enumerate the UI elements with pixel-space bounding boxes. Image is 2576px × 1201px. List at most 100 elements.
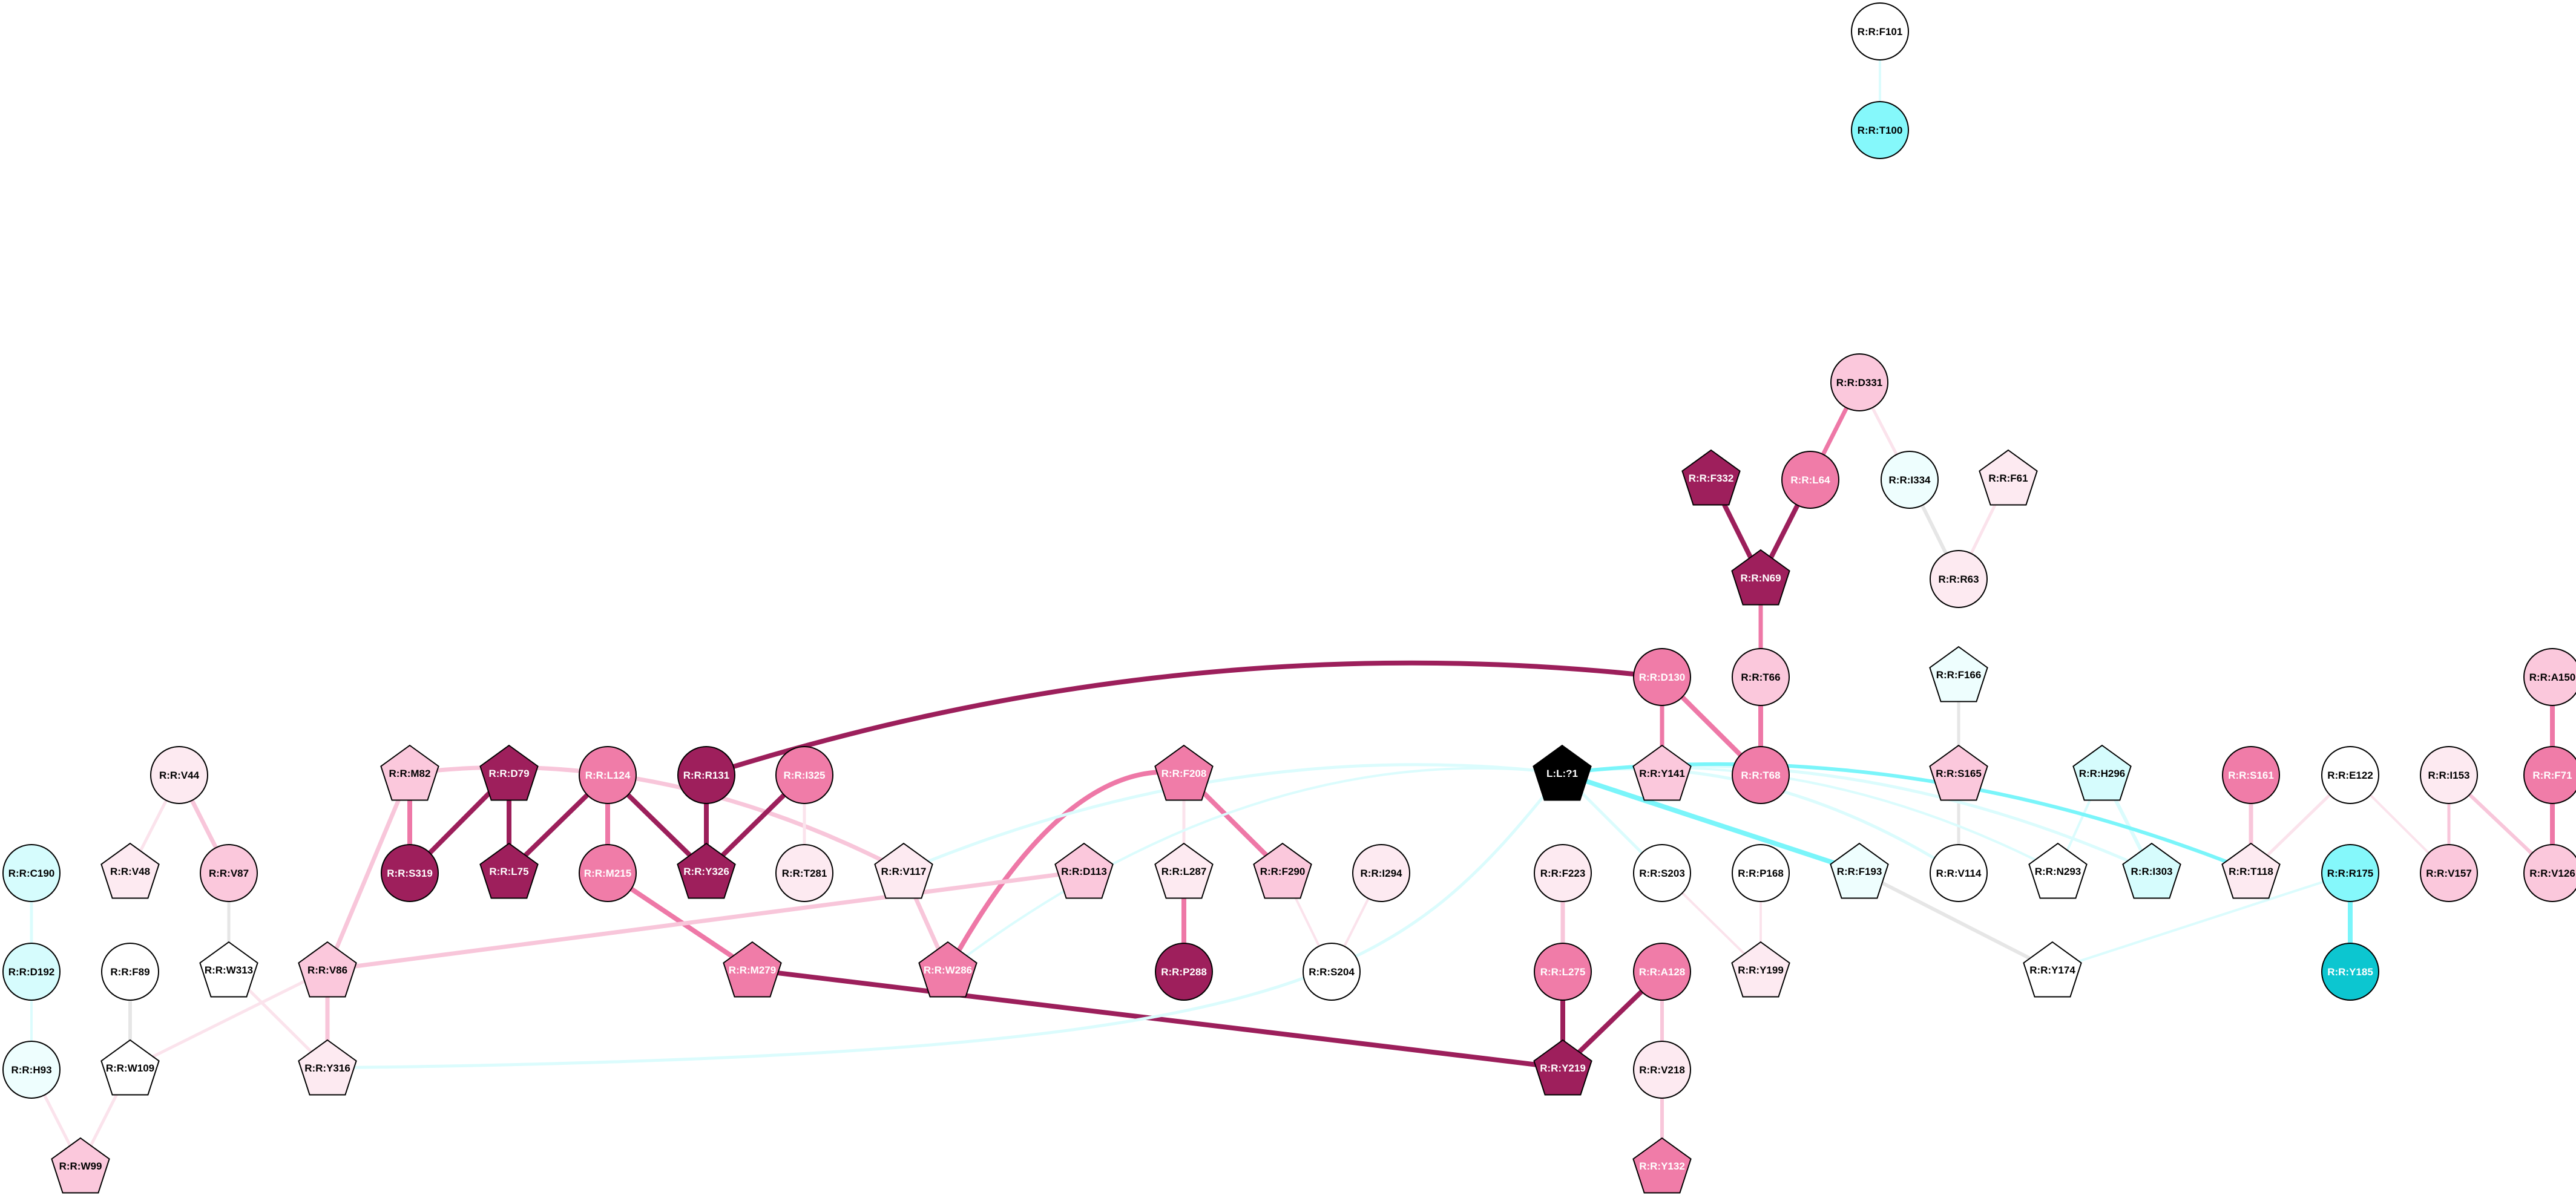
node-T66[interactable]: R:R:T66 [1732,648,1790,706]
node-I303[interactable]: R:R:I303 [2122,842,2181,899]
node-S204[interactable]: R:R:S204 [1303,943,1361,1001]
node-shape-V87 [200,844,258,902]
node-S165[interactable]: R:R:S165 [1929,744,1988,801]
node-V114[interactable]: R:R:V114 [1930,844,1988,902]
node-S161[interactable]: R:R:S161 [2222,746,2280,804]
node-A128[interactable]: R:R:A128 [1633,943,1691,1001]
node-V44[interactable]: R:R:V44 [150,746,208,804]
node-label-S161: R:R:S161 [2228,770,2274,781]
node-I325[interactable]: R:R:I325 [775,746,833,804]
node-Y316[interactable]: R:R:Y316 [298,1039,357,1096]
node-shape-D130 [1633,648,1691,706]
node-F71[interactable]: R:R:F71 [2523,746,2576,804]
node-label-R131: R:R:R131 [683,770,730,781]
node-E122[interactable]: R:R:E122 [2321,746,2379,804]
node-shape-Y326 [677,842,736,899]
node-shape-V218 [1633,1041,1691,1099]
node-H93[interactable]: R:R:H93 [2,1041,61,1099]
node-R131[interactable]: R:R:R131 [677,746,735,804]
node-label-T281: R:R:T281 [782,868,827,879]
node-label-N69: R:R:N69 [1740,572,1781,584]
node-shape-I303 [2122,842,2181,899]
node-V87[interactable]: R:R:V87 [200,844,258,902]
node-T118[interactable]: R:R:T118 [2221,842,2281,899]
node-D79[interactable]: R:R:D79 [479,744,539,801]
node-L287[interactable]: R:R:L287 [1154,842,1214,899]
node-M82[interactable]: R:R:M82 [380,744,439,801]
node-I153[interactable]: R:R:I153 [2420,746,2478,804]
node-D113[interactable]: R:R:D113 [1054,842,1114,899]
node-Y199[interactable]: R:R:Y199 [1731,941,1790,998]
edge-M82-V86 [325,771,412,972]
node-label-V44: R:R:V44 [159,770,200,781]
node-shape-N69 [1731,549,1790,606]
node-N69[interactable]: R:R:N69 [1731,549,1790,606]
node-F290[interactable]: R:R:F290 [1253,842,1312,899]
node-H296[interactable]: R:R:H296 [2072,744,2132,801]
node-shape-F101 [1851,2,1909,61]
node-Y132[interactable]: R:R:Y132 [1632,1137,1692,1194]
node-Y185[interactable]: R:R:Y185 [2321,943,2379,1001]
node-V86[interactable]: R:R:V86 [298,941,357,998]
node-F332[interactable]: R:R:F332 [1681,449,1741,506]
node-F166[interactable]: R:R:F166 [1929,646,1988,702]
node-F208[interactable]: R:R:F208 [1154,744,1214,801]
node-Y219[interactable]: R:R:Y219 [1533,1039,1592,1096]
node-label-V114: R:R:V114 [1936,868,1982,879]
node-label-V126: R:R:V126 [2529,868,2575,879]
node-A150[interactable]: R:R:A150 [2523,648,2576,706]
node-W313[interactable]: R:R:W313 [199,941,258,998]
node-P288[interactable]: R:R:P288 [1155,943,1213,1001]
node-N293[interactable]: R:R:N293 [2028,842,2088,899]
node-F101[interactable]: R:R:F101 [1851,2,1909,61]
node-shape-W286 [918,941,978,998]
node-F223[interactable]: R:R:F223 [1534,844,1592,902]
node-shape-I294 [1352,844,1410,902]
node-S319[interactable]: R:R:S319 [381,844,439,902]
node-M279[interactable]: R:R:M279 [723,941,782,998]
node-V218[interactable]: R:R:V218 [1633,1041,1691,1099]
node-W109[interactable]: R:R:W109 [100,1039,160,1096]
node-L75[interactable]: R:R:L75 [479,842,539,899]
node-S203[interactable]: R:R:S203 [1633,844,1691,902]
node-label-Y174: R:R:Y174 [2029,964,2075,976]
node-L124[interactable]: R:R:L124 [579,746,637,804]
node-V157[interactable]: R:R:V157 [2420,844,2478,902]
node-label-P168: R:R:P168 [1738,868,1784,879]
node-I294[interactable]: R:R:I294 [1352,844,1410,902]
node-L1[interactable]: L:L:?1 [1533,744,1592,801]
node-R63[interactable]: R:R:R63 [1930,550,1988,608]
node-C190[interactable]: R:R:C190 [2,844,61,902]
node-L275[interactable]: R:R:L275 [1534,943,1592,1001]
node-V117[interactable]: R:R:V117 [874,842,933,899]
node-shape-F71 [2523,746,2576,804]
node-T100[interactable]: R:R:T100 [1851,101,1909,159]
node-Y326[interactable]: R:R:Y326 [677,842,736,899]
node-I334[interactable]: R:R:I334 [1881,451,1939,509]
node-label-W313: R:R:W313 [205,964,253,976]
node-L64[interactable]: R:R:L64 [1781,451,1839,509]
node-F89[interactable]: R:R:F89 [101,943,159,1001]
node-M215[interactable]: R:R:M215 [579,844,637,902]
node-V126[interactable]: R:R:V126 [2523,844,2576,902]
node-D192[interactable]: R:R:D192 [2,943,61,1001]
node-T281[interactable]: R:R:T281 [775,844,833,902]
node-shape-Y199 [1731,941,1790,998]
node-label-I303: R:R:I303 [2131,866,2173,877]
node-W99[interactable]: R:R:W99 [51,1137,110,1194]
node-shape-A150 [2523,648,2576,706]
node-F193[interactable]: R:R:F193 [1830,842,1889,899]
node-W286[interactable]: R:R:W286 [918,941,978,998]
node-label-A128: R:R:A128 [1639,966,1686,978]
node-F61[interactable]: R:R:F61 [1979,449,2038,506]
node-R175[interactable]: R:R:R175 [2321,844,2379,902]
node-D331[interactable]: R:R:D331 [1830,353,1888,411]
node-D130[interactable]: R:R:D130 [1633,648,1691,706]
node-Y141[interactable]: R:R:Y141 [1632,744,1692,801]
node-T68[interactable]: R:R:T68 [1732,746,1790,804]
node-Y174[interactable]: R:R:Y174 [2023,941,2082,998]
node-V48[interactable]: R:R:V48 [100,842,160,899]
node-label-V218: R:R:V218 [1639,1064,1685,1076]
node-P168[interactable]: R:R:P168 [1732,844,1790,902]
